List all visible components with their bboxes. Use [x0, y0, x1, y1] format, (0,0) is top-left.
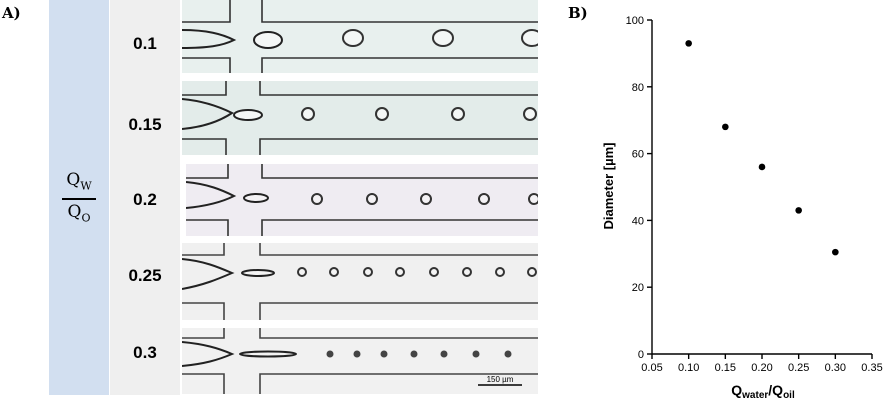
micrograph-4: [182, 243, 538, 320]
micrograph-5: 150 µm: [182, 328, 538, 394]
data-point: [685, 40, 692, 47]
plot-axes: [651, 20, 872, 355]
x-tick-label: 0.35: [861, 362, 882, 374]
x-axis-label: Qwater/Qoil: [731, 382, 795, 401]
x-tick-label: 0.25: [788, 362, 809, 374]
microchannel-drawing: [182, 243, 538, 320]
x-tick-label: 0.30: [825, 362, 846, 374]
x-tick-label: 0.05: [641, 362, 662, 374]
plot-points: [685, 40, 839, 256]
x-tick-label: 0.15: [715, 362, 736, 374]
row-label-2: 0.15: [128, 115, 162, 134]
y-tick-label: 100: [626, 15, 644, 27]
data-point: [758, 163, 766, 171]
microchannel-drawing: [182, 0, 538, 73]
row-label-4: 0.25: [128, 266, 162, 285]
y-tick-label: 60: [632, 149, 644, 161]
row-label-3: 0.2: [133, 190, 157, 209]
x-tick-label: 0.20: [751, 362, 772, 374]
data-point: [795, 207, 802, 214]
data-point: [832, 248, 839, 256]
y-tick-label: 20: [632, 282, 644, 294]
data-point: [722, 123, 729, 131]
micrograph-2: [182, 81, 538, 155]
fraction-bar: [62, 198, 96, 200]
plot-ticks: 0 20 40 60 80 100 0.05 0.10 0.15 0.20 0.25 0.30 0.35: [626, 15, 883, 374]
y-tick-label: 80: [632, 82, 644, 94]
flow-ratio-fraction: QW QO: [49, 170, 109, 228]
ratio-value-column: [110, 0, 180, 395]
micrograph-3: [186, 164, 538, 236]
scale-bar-label: 150 µm: [487, 375, 514, 384]
y-tick-label: 40: [632, 215, 644, 227]
y-tick-label: 0: [638, 349, 644, 361]
row-label-5: 0.3: [133, 343, 157, 362]
flow-ratio-band: [49, 0, 109, 395]
row-label-1: 0.1: [133, 34, 157, 53]
y-axis-label: Diameter [µm]: [601, 143, 616, 230]
panel-b-label: B): [568, 4, 588, 22]
microchannel-drawing: [182, 81, 538, 155]
ratio-numerator: QW: [66, 170, 92, 193]
micrograph-1: [182, 0, 538, 73]
x-tick-label: 0.10: [678, 362, 699, 374]
panel-a-label: A): [2, 4, 21, 22]
ratio-denominator: QO: [67, 201, 91, 225]
microchannel-drawing: [186, 164, 538, 236]
microchannel-drawing: 150 µm: [182, 328, 538, 394]
